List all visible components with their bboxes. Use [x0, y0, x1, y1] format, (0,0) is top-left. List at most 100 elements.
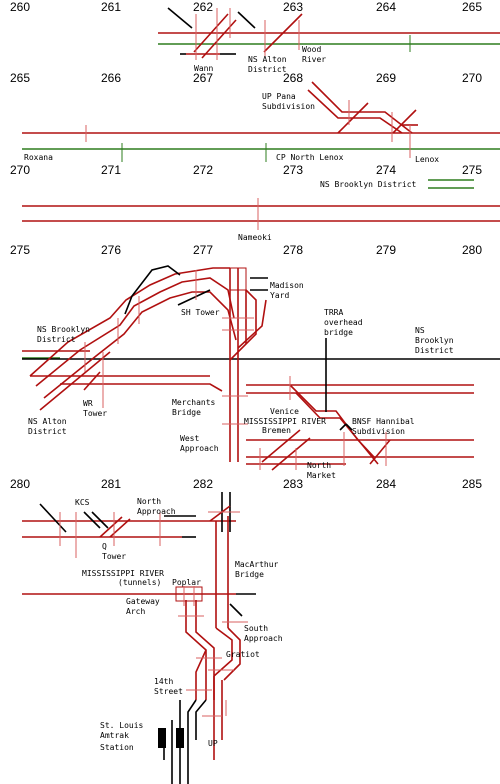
milepost-272: 272	[193, 163, 213, 177]
label-wr-tower: WR	[83, 399, 93, 408]
milepost-275: 275	[462, 163, 482, 177]
label-madison-yard-2: Yard	[270, 291, 289, 300]
label-tunnels: (tunnels)	[118, 578, 161, 587]
milepost-row-1: 260 261 262 263 264 265	[10, 0, 482, 14]
label-kcs: KCS	[75, 498, 90, 507]
label-wr-tower-2: Tower	[83, 409, 107, 418]
label-wood-river-2: River	[302, 55, 326, 64]
label-roxana: Roxana	[24, 153, 53, 162]
connecting-track	[229, 603, 243, 617]
milepost-273: 273	[283, 163, 303, 177]
label-up-pana-2: Subdivision	[262, 102, 315, 111]
station-track	[187, 699, 197, 784]
milepost-263: 263	[283, 0, 303, 14]
platform-block	[158, 728, 166, 748]
connecting-track	[83, 511, 101, 529]
label-ns-alton-2: District	[28, 427, 67, 436]
label-ns-east-2: Brooklyn	[415, 336, 454, 345]
label-mississippi-river: MISSISSIPPI RIVER	[244, 417, 326, 426]
kcs-track	[39, 503, 67, 533]
crossover-track	[229, 289, 257, 361]
up-pana-connector	[311, 81, 413, 134]
track-section-260-265: Wann NS Alton District Wood River	[158, 7, 500, 74]
label-west-approach: West	[180, 434, 199, 443]
crossover-track	[209, 505, 231, 522]
milepost-279: 279	[376, 243, 396, 257]
label-bnsf-2: Subdivision	[352, 427, 405, 436]
label-macarthur-bridge: MacArthur	[235, 560, 279, 569]
milepost-276: 276	[101, 243, 121, 257]
label-trra-2: overhead	[324, 318, 363, 327]
label-south-approach-2: Approach	[244, 634, 283, 643]
milepost-280: 280	[462, 243, 482, 257]
label-wood-river: Wood	[302, 45, 321, 54]
loop-track-inner	[35, 277, 235, 387]
label-ns-brooklyn: NS Brooklyn	[37, 325, 90, 334]
crossover-track	[237, 299, 267, 349]
milepost-262: 262	[193, 0, 213, 14]
track-section-280-285: KCS North Approach Q Tower MacArthur Bri…	[22, 492, 283, 784]
milepost-284: 284	[376, 477, 396, 491]
milepost-265: 265	[462, 0, 482, 14]
label-ns-alton-district: NS Alton	[248, 55, 287, 64]
track-section-270-275: NS Brooklyn District Nameoki	[22, 179, 500, 242]
label-up: UP	[208, 739, 218, 748]
crossover-track	[369, 439, 391, 465]
milepost-269: 269	[376, 71, 396, 85]
label-west-approach-2: Approach	[180, 444, 219, 453]
milepost-row-4: 275 276 277 278 279 280	[10, 243, 482, 257]
label-amtrak-station-2: Amtrak	[100, 731, 129, 740]
milepost-265b: 265	[10, 71, 30, 85]
bnsf-lead	[339, 423, 347, 431]
label-macarthur-bridge-2: Bridge	[235, 570, 264, 579]
label-north-approach-2: Approach	[137, 507, 176, 516]
bnsf-connector	[295, 392, 379, 465]
crossover-track	[261, 429, 301, 463]
label-lenox: Lenox	[415, 155, 439, 164]
label-gateway-arch: Gateway	[126, 597, 160, 606]
milepost-277: 277	[193, 243, 213, 257]
milepost-266: 266	[101, 71, 121, 85]
track-section-265-270: UP Pana Subdivision Roxana CP North Leno…	[22, 81, 500, 164]
milepost-285: 285	[462, 477, 482, 491]
label-venice: Venice	[270, 407, 299, 416]
milepost-row-2: 265 266 267 268 269 270	[10, 71, 482, 85]
station-track	[195, 699, 207, 740]
crossover-track	[337, 102, 369, 134]
label-north-market-2: Market	[307, 471, 336, 480]
milepost-264: 264	[376, 0, 396, 14]
up-pana-connector	[307, 89, 403, 134]
label-gratiot: Gratiot	[226, 650, 260, 659]
milepost-278: 278	[283, 243, 303, 257]
connector-track	[193, 13, 229, 53]
milepost-281: 281	[101, 477, 121, 491]
label-merchants-bridge: Merchants	[172, 398, 216, 407]
label-north-approach: North	[137, 497, 161, 506]
milepost-261: 261	[101, 0, 121, 14]
label-south-approach: South	[244, 624, 268, 633]
label-14th-street: 14th	[154, 677, 173, 686]
crossover-track	[109, 518, 131, 538]
approach-track	[195, 649, 207, 700]
label-gateway-arch-2: Arch	[126, 607, 145, 616]
connector-track	[263, 13, 303, 53]
connector-track	[201, 19, 237, 59]
bnsf-lead	[345, 423, 353, 431]
label-north-market: North	[307, 461, 331, 470]
label-14th-street-2: Street	[154, 687, 183, 696]
label-ns-brooklyn-2: District	[37, 335, 76, 344]
label-cp-north-lenox: CP North Lenox	[276, 153, 344, 162]
label-bnsf: BNSF Hannibal	[352, 417, 415, 426]
label-mississippi-river-2: MISSISSIPPI RIVER	[82, 569, 164, 578]
label-ns-east-3: District	[415, 346, 454, 355]
label-ns-alton-district-2: District	[248, 65, 287, 74]
crossover-track	[99, 516, 123, 538]
label-ns-east: NS	[415, 326, 425, 335]
connecting-track	[91, 511, 109, 529]
label-ns-alton: NS Alton	[28, 417, 67, 426]
milepost-274: 274	[376, 163, 396, 177]
milepost-260: 260	[10, 0, 30, 14]
milepost-275b: 275	[10, 243, 30, 257]
label-up-pana: UP Pana	[262, 92, 296, 101]
